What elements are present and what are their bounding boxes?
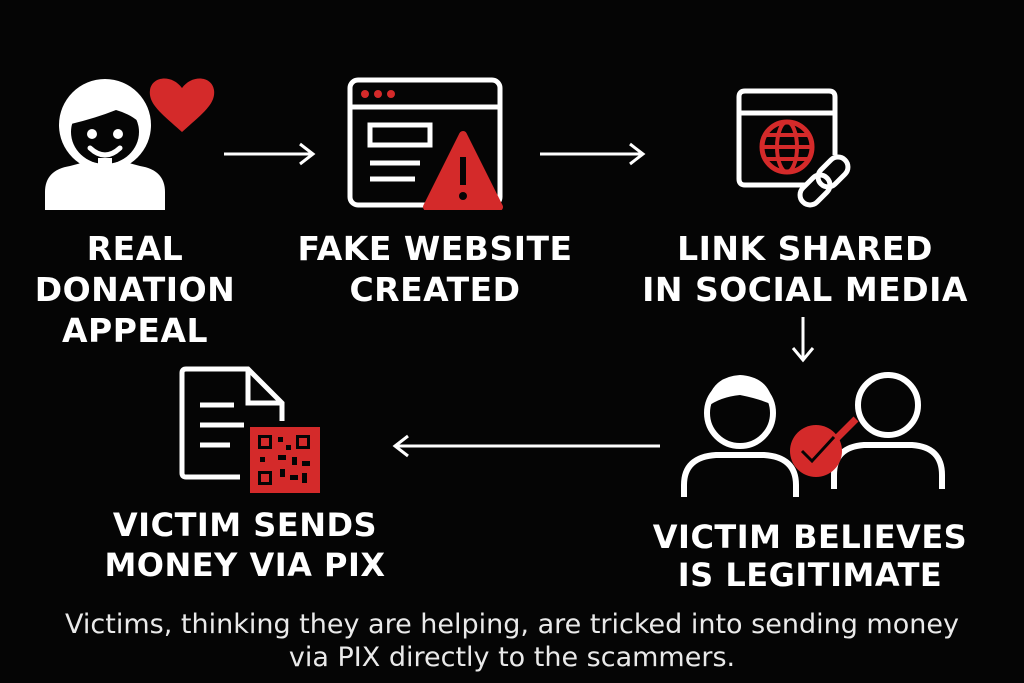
step-label-real-donation-appeal: REAL DONATION APPEAL xyxy=(34,229,236,350)
caption-line-1: Victims, thinking they are helping, are … xyxy=(65,609,959,640)
arrow-down xyxy=(791,317,815,363)
step-label-fake-website-created: FAKE WEBSITE CREATED xyxy=(297,229,573,309)
caption: Victims, thinking they are helping, are … xyxy=(40,608,984,674)
step-label-link-shared: LINK SHARED IN SOCIAL MEDIA xyxy=(642,229,968,309)
browser-warning-icon xyxy=(347,77,503,210)
person-with-heart-icon xyxy=(45,78,215,210)
arrow-right-2 xyxy=(540,142,646,166)
browser-globe-link-icon xyxy=(736,88,851,208)
step-label-victim-believes: VICTIM BELIEVES IS LEGITIMATE xyxy=(652,518,968,594)
arrow-left xyxy=(392,434,660,458)
caption-line-2: via PIX directly to the scammers. xyxy=(288,642,736,673)
two-people-checkmark-icon xyxy=(681,372,945,497)
step-label-victim-sends-money: VICTIM SENDS MONEY VIA PIX xyxy=(104,506,386,584)
document-qr-code-icon xyxy=(179,366,320,493)
arrow-right-1 xyxy=(224,142,316,166)
